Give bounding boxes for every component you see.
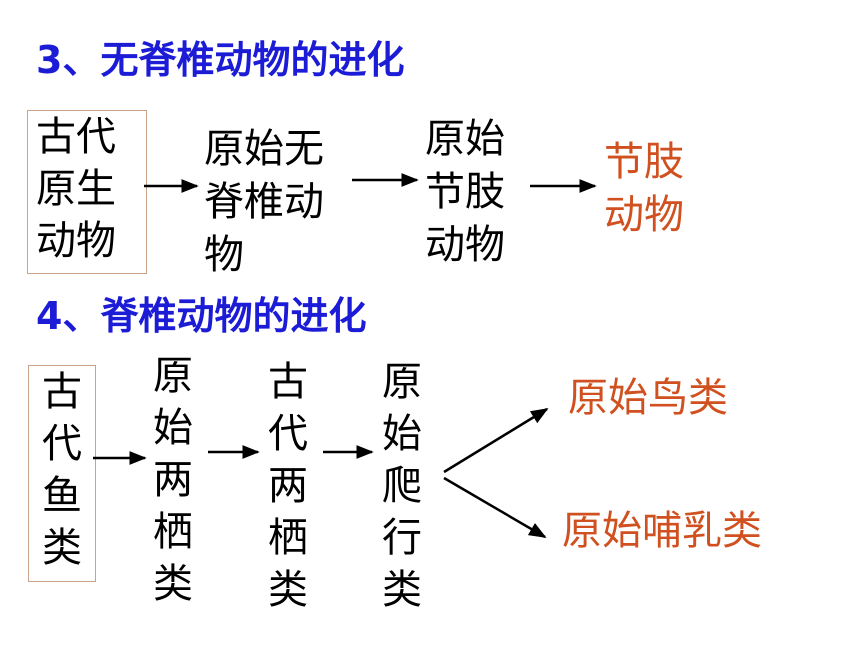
arrow-4-5 xyxy=(443,476,547,539)
node-ancient-protozoa: 古代 原生 动物 xyxy=(27,110,147,274)
node-arthropods: 节肢 动物 xyxy=(604,139,684,238)
node-primitive-birds: 原始鸟类 xyxy=(568,375,728,421)
node-primitive-amphibians: 原始两栖类 xyxy=(153,353,193,607)
section-4-heading: 4、脊椎动物的进化 xyxy=(36,294,367,338)
node-primitive-reptiles: 原始爬行类 xyxy=(382,359,422,613)
arrow-4-4 xyxy=(443,407,549,474)
node-primitive-arthropods: 原始 节肢 动物 xyxy=(425,116,505,268)
node-ancient-fish: 古代鱼类 xyxy=(28,365,96,582)
node-primitive-mammals: 原始哺乳类 xyxy=(562,508,762,554)
node-primitive-invertebrates: 原始无 脊椎动 物 xyxy=(204,126,324,278)
node-ancient-amphibians: 古代两栖类 xyxy=(268,359,308,613)
section-3-heading: 3、无脊椎动物的进化 xyxy=(36,38,405,82)
